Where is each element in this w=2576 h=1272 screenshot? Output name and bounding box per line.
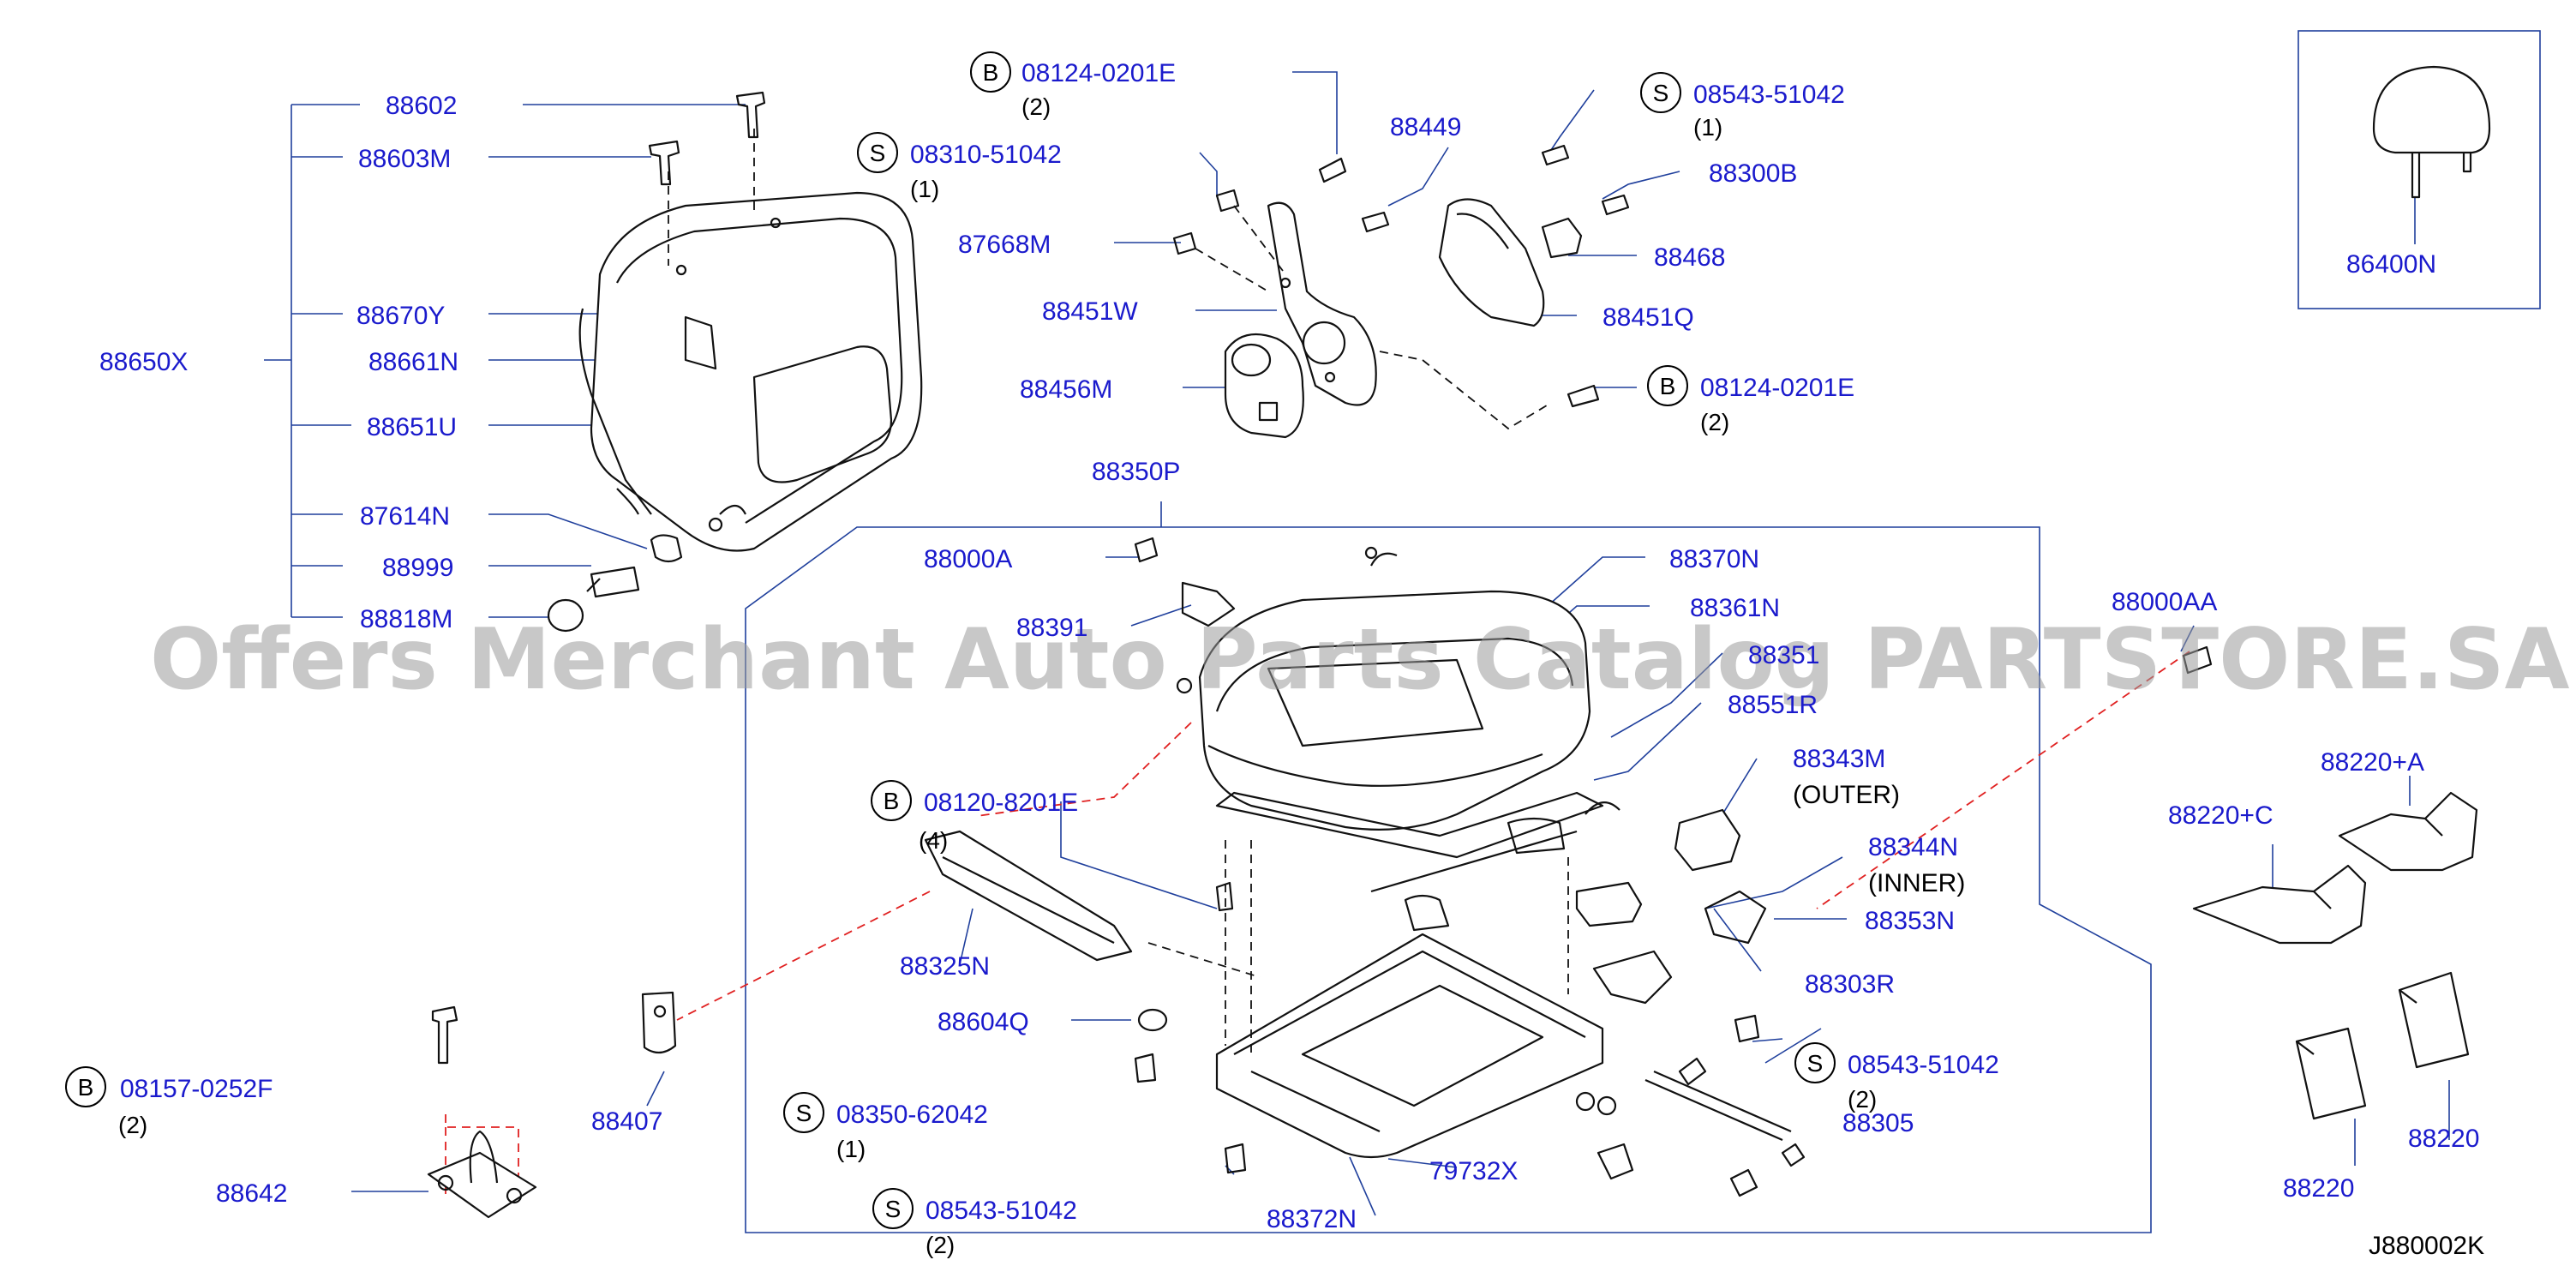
fastener-letter: S	[1653, 80, 1669, 106]
label-88468[interactable]: 88468	[1654, 243, 1725, 272]
label-88456m[interactable]: 88456M	[1020, 375, 1112, 404]
fastener-code: 08543-51042	[1848, 1051, 1999, 1079]
fastener-code: 08124-0201E	[1021, 59, 1176, 87]
label-88361n[interactable]: 88361N	[1690, 594, 1780, 622]
leader-lines	[264, 71, 2450, 1233]
label-88350p[interactable]: 88350P	[1092, 458, 1180, 486]
label-88351[interactable]: 88351	[1748, 641, 1819, 669]
fastener-callout[interactable]: B 08124-0201E (2)	[1647, 365, 1854, 435]
label-88449[interactable]: 88449	[1390, 113, 1461, 141]
label-88651u[interactable]: 88651U	[367, 413, 457, 441]
fastener-callout[interactable]: S 08350-62042 (1)	[783, 1092, 988, 1162]
fastener-qty: (1)	[910, 176, 939, 202]
label-88642[interactable]: 88642	[216, 1179, 287, 1208]
label-88300b[interactable]: 88300B	[1709, 159, 1797, 188]
label-outer: (OUTER)	[1793, 781, 1900, 809]
label-88325n[interactable]: 88325N	[900, 952, 990, 981]
seatback-assembly	[547, 91, 923, 633]
label-88000a[interactable]: 88000A	[924, 545, 1012, 573]
fastener-letter: S	[796, 1100, 812, 1126]
headrest-inset	[2297, 30, 2541, 309]
fastener-letter: B	[1660, 373, 1676, 399]
label-87668m[interactable]: 87668M	[958, 231, 1051, 259]
label-79732x[interactable]: 79732X	[1429, 1157, 1518, 1185]
fastener-code: 08543-51042	[1693, 81, 1845, 109]
label-88661n[interactable]: 88661N	[368, 348, 458, 376]
fastener-code: 08124-0201E	[1700, 374, 1854, 402]
fastener-qty: (2)	[1700, 409, 1729, 435]
label-88670y[interactable]: 88670Y	[356, 302, 445, 330]
label-88370n[interactable]: 88370N	[1669, 545, 1759, 573]
label-88999[interactable]: 88999	[382, 554, 453, 582]
fastener-code: 08157-0252F	[120, 1075, 273, 1103]
label-88372n[interactable]: 88372N	[1267, 1205, 1357, 1233]
fastener-callout[interactable]: S 08310-51042 (1)	[857, 132, 1062, 202]
label-88220-right[interactable]: 88220	[2408, 1125, 2479, 1153]
part-labels: 88602 88603M 88670Y 88650X 88661N 88651U…	[99, 92, 2484, 1260]
label-88602[interactable]: 88602	[386, 92, 457, 120]
seat-cushion-assembly	[427, 537, 1806, 1219]
label-88305[interactable]: 88305	[1842, 1109, 1914, 1137]
label-88220a[interactable]: 88220+A	[2321, 748, 2424, 777]
fastener-letter: S	[870, 140, 886, 166]
fastener-qty: (2)	[118, 1112, 147, 1138]
fastener-qty: (4)	[919, 827, 948, 854]
fastener-letter: B	[884, 788, 900, 814]
label-88818m[interactable]: 88818M	[360, 605, 452, 633]
fastener-code: 08310-51042	[910, 141, 1062, 169]
fastener-letter: B	[983, 59, 999, 86]
fastener-code: 08543-51042	[926, 1197, 1077, 1225]
drawing-code: J880002K	[2369, 1232, 2484, 1260]
label-88551r[interactable]: 88551R	[1728, 691, 1818, 719]
fastener-qty: (2)	[1021, 93, 1051, 120]
label-88603m[interactable]: 88603M	[358, 145, 451, 173]
fastener-code: 08120-8201E	[924, 789, 1078, 817]
fastener-letter: B	[78, 1074, 94, 1101]
fastener-callout[interactable]: S 08543-51042 (2)	[872, 1188, 1077, 1258]
fastener-qty: (2)	[1848, 1086, 1877, 1113]
fastener-callout[interactable]: S 08543-51042 (2)	[1794, 1042, 1999, 1113]
fastener-callout[interactable]: S 08543-51042 (1)	[1640, 72, 1845, 141]
label-88220-left[interactable]: 88220	[2283, 1174, 2354, 1203]
label-88391[interactable]: 88391	[1016, 614, 1087, 642]
label-88344n[interactable]: 88344N	[1868, 833, 1958, 861]
label-88303r[interactable]: 88303R	[1805, 970, 1895, 999]
label-88604q[interactable]: 88604Q	[938, 1008, 1029, 1036]
label-86400n[interactable]: 86400N	[2346, 250, 2436, 279]
side-covers	[2182, 645, 2478, 1120]
fastener-letter: S	[1807, 1050, 1824, 1077]
fastener-callout[interactable]: B 08157-0252F (2)	[65, 1066, 273, 1138]
fastener-qty: (2)	[926, 1232, 955, 1258]
fastener-qty: (1)	[1693, 114, 1722, 141]
label-88343m[interactable]: 88343M	[1793, 745, 1885, 773]
label-88407[interactable]: 88407	[591, 1107, 662, 1136]
label-88000aa[interactable]: 88000AA	[2112, 588, 2217, 616]
label-88451w[interactable]: 88451W	[1042, 297, 1138, 326]
fastener-callout[interactable]: B 08120-8201E (4)	[871, 780, 1078, 854]
watermark: Offers Merchant Auto Parts Catalog PARTS…	[150, 611, 2570, 709]
label-88353n[interactable]: 88353N	[1865, 907, 1955, 935]
fastener-qty: (1)	[836, 1136, 866, 1162]
recliner-assembly	[1172, 144, 1630, 439]
label-inner: (INNER)	[1868, 869, 1965, 897]
fastener-code: 08350-62042	[836, 1101, 988, 1129]
fastener-callouts: B 08124-0201E (2) S 08310-51042 (1) S 08…	[65, 51, 1999, 1258]
label-88451q[interactable]: 88451Q	[1603, 303, 1694, 332]
fastener-letter: S	[885, 1196, 902, 1222]
fastener-callout[interactable]: B 08124-0201E (2)	[970, 51, 1176, 120]
label-88220c[interactable]: 88220+C	[2168, 801, 2273, 830]
label-87614n[interactable]: 87614N	[360, 502, 450, 531]
label-88650x[interactable]: 88650X	[99, 348, 188, 376]
alignment-lines	[445, 651, 2190, 1200]
